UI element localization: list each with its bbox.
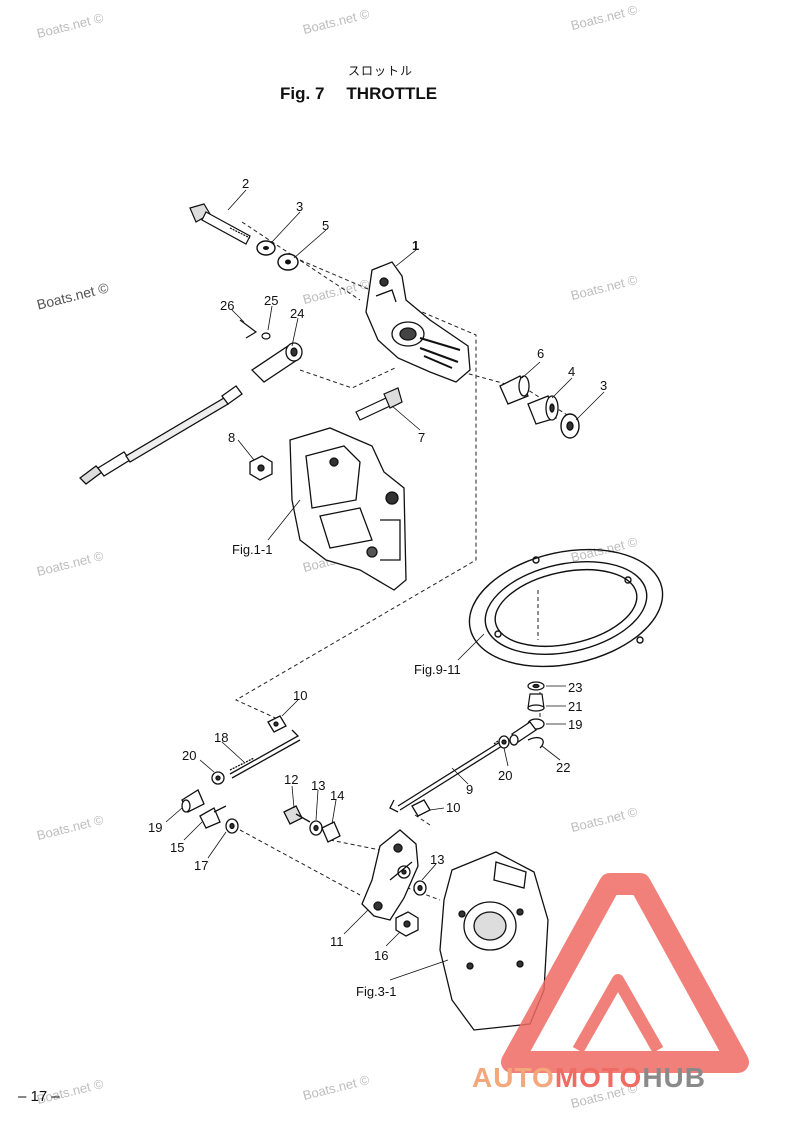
- throttle-rod: [79, 385, 243, 485]
- part-label-10a: 10: [293, 688, 307, 703]
- part-label-20b: 20: [498, 768, 512, 783]
- collar-part-24: [250, 342, 303, 383]
- part-label-3: 3: [296, 199, 303, 214]
- washer-part-20b: [498, 735, 510, 749]
- logo-text-auto: AUTO: [472, 1062, 555, 1093]
- page-subtitle: スロットル: [348, 64, 414, 78]
- part-label-14: 14: [330, 788, 344, 803]
- part-label-11: 11: [330, 934, 344, 949]
- washer-part-17: [225, 818, 239, 834]
- washer-part-13a: [309, 820, 323, 836]
- part-label-24: 24: [290, 306, 304, 321]
- pin-part-25: [261, 332, 271, 340]
- collar-part-6: [499, 375, 530, 405]
- bolt-part-2: [189, 203, 251, 245]
- part-label-21: 21: [568, 699, 582, 714]
- part-label-22: 22: [556, 760, 570, 775]
- logo-text-moto: MOTO: [554, 1062, 643, 1093]
- engine-block-fig-3-1: [439, 851, 549, 1031]
- part-label-6: 6: [537, 346, 544, 361]
- ref-fig-3-1: Fig.3-1: [356, 984, 396, 999]
- page-number: – 17 –: [18, 1088, 60, 1105]
- gasket-plate-fig-9-11: [468, 548, 664, 668]
- link-rod-part-9: [389, 737, 507, 813]
- part-labels: 2 3 5 1 26 25 24 6 4 3 7 8 10 18 20 19 1…: [148, 176, 607, 963]
- ball-joint-part-19b: [509, 718, 545, 746]
- part-label-12: 12: [284, 772, 298, 787]
- clip-part-10b: [411, 799, 431, 817]
- bushing-part-21: [527, 693, 545, 712]
- part-label-25: 25: [264, 293, 278, 308]
- part-label-26: 26: [220, 298, 234, 313]
- bolt-part-15: [199, 805, 227, 829]
- engine-block-fig-1-1: [289, 427, 407, 591]
- part-label-5: 5: [322, 218, 329, 233]
- ball-joint-part-19a: [181, 789, 205, 813]
- link-rod-part-18: [229, 729, 301, 779]
- collar-part-14: [321, 821, 341, 843]
- clip-part-10a: [267, 715, 287, 733]
- ref-fig-9-11: Fig.9-11: [414, 662, 461, 677]
- site-logo: AUTOMOTOHUB: [472, 1062, 706, 1094]
- throttle-arm-part-1: [365, 261, 471, 383]
- logo-triangle-icon: [501, 873, 749, 1073]
- figure-references: Fig.1-1 Fig.9-11 Fig.3-1: [232, 542, 461, 999]
- part-label-8: 8: [228, 430, 235, 445]
- part-label-4: 4: [568, 364, 575, 379]
- washer-part-3b: [560, 413, 580, 439]
- part-label-17: 17: [194, 858, 208, 873]
- part-label-3b: 3: [600, 378, 607, 393]
- nut-part-16: [395, 911, 419, 937]
- part-label-20a: 20: [182, 748, 196, 763]
- bushing-part-4: [527, 395, 559, 425]
- throttle-lever-part-11: [361, 829, 419, 921]
- part-label-13b: 13: [430, 852, 444, 867]
- washer-part-13b: [413, 880, 427, 896]
- fig-title: THROTTLE: [346, 84, 438, 103]
- bolt-part-7: [355, 387, 403, 421]
- part-label-10b: 10: [446, 800, 460, 815]
- part-label-19b: 19: [568, 717, 582, 732]
- part-label-15: 15: [170, 840, 184, 855]
- part-label-9: 9: [466, 782, 473, 797]
- fig-label: Fig. 7: [280, 84, 325, 103]
- page-title: Fig. 7 THROTTLE: [280, 84, 437, 104]
- washer-part-23: [527, 681, 545, 691]
- clip-part-22: [527, 736, 544, 749]
- part-label-23: 23: [568, 680, 582, 695]
- part-label-13a: 13: [311, 778, 325, 793]
- part-label-19a: 19: [148, 820, 162, 835]
- logo-text-hub: HUB: [642, 1062, 706, 1093]
- washer-part-20a: [211, 771, 225, 785]
- nut-part-8: [249, 455, 273, 481]
- leader-lines: [165, 189, 605, 981]
- part-label-2: 2: [242, 176, 249, 191]
- part-label-18: 18: [214, 730, 228, 745]
- clip-part-26: [239, 319, 258, 339]
- part-label-7: 7: [418, 430, 425, 445]
- part-label-16: 16: [374, 948, 388, 963]
- bolt-part-12: [283, 805, 311, 825]
- part-label-1: 1: [412, 238, 419, 253]
- ref-fig-1-1: Fig.1-1: [232, 542, 272, 557]
